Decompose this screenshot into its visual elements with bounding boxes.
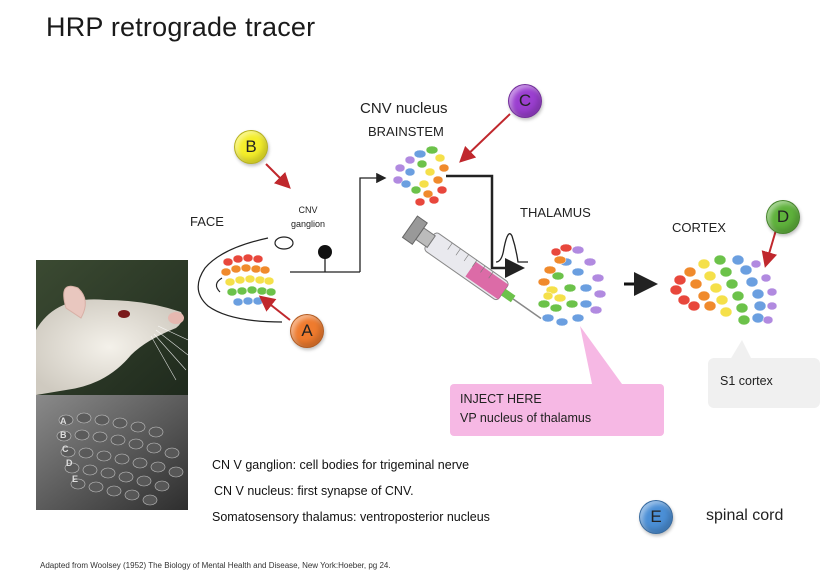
syringe xyxy=(401,215,542,320)
note-thalamus: Somatosensory thalamus: ventroposterior … xyxy=(212,510,490,524)
page-title: HRP retrograde tracer xyxy=(46,12,316,42)
cnv-ganglion-label-2: ganglion xyxy=(290,219,326,229)
marker-arrows xyxy=(258,113,778,321)
inject-line-2: VP nucleus of thalamus xyxy=(460,411,592,425)
cnv-nucleus-label: CNV nucleus xyxy=(360,100,448,117)
cortex-label: CORTEX xyxy=(672,220,726,235)
thalamus-cell-map xyxy=(537,243,607,327)
nerve-pathway xyxy=(290,172,528,278)
inject-callout-tail xyxy=(580,326,622,384)
face-label: FACE xyxy=(190,214,224,229)
barrel-row-label: A xyxy=(60,416,67,426)
s1-callout: S1 cortex xyxy=(708,358,820,408)
inject-callout: INJECT HERE VP nucleus of thalamus xyxy=(450,384,664,436)
spinal-cord-label: spinal cord xyxy=(706,507,784,524)
barrel-row-label: C xyxy=(62,444,69,454)
brainstem-cell-map xyxy=(392,145,450,207)
s1-callout-tail xyxy=(730,340,752,360)
face-outline xyxy=(197,236,294,323)
note-ganglion: CN V ganglion: cell bodies for trigemina… xyxy=(212,458,470,472)
inject-line-1: INJECT HERE xyxy=(460,392,542,406)
source-credit: Adapted from Woolsey (1952) The Biology … xyxy=(40,561,391,570)
brainstem-label: BRAINSTEM xyxy=(368,124,444,139)
marker-c: C xyxy=(508,84,542,118)
marker-d: D xyxy=(766,200,800,234)
marker-e: E xyxy=(639,500,673,534)
thalamus-label: THALAMUS xyxy=(520,205,591,220)
cnv-ganglion-label-1: CNV xyxy=(298,205,318,215)
rat-photo: A B C D E xyxy=(36,260,188,510)
marker-b: B xyxy=(234,130,268,164)
cortex-cell-map xyxy=(669,254,778,326)
note-nucleus: CN V nucleus: first synapse of CNV. xyxy=(214,484,414,498)
ganglion-cell-body xyxy=(318,245,332,259)
barrel-row-label: E xyxy=(72,474,79,484)
barrel-row-label: B xyxy=(60,430,67,440)
marker-a: A xyxy=(290,314,324,348)
s1-label: S1 cortex xyxy=(720,374,773,388)
barrel-row-label: D xyxy=(66,458,73,468)
face-cell-map xyxy=(220,253,277,307)
